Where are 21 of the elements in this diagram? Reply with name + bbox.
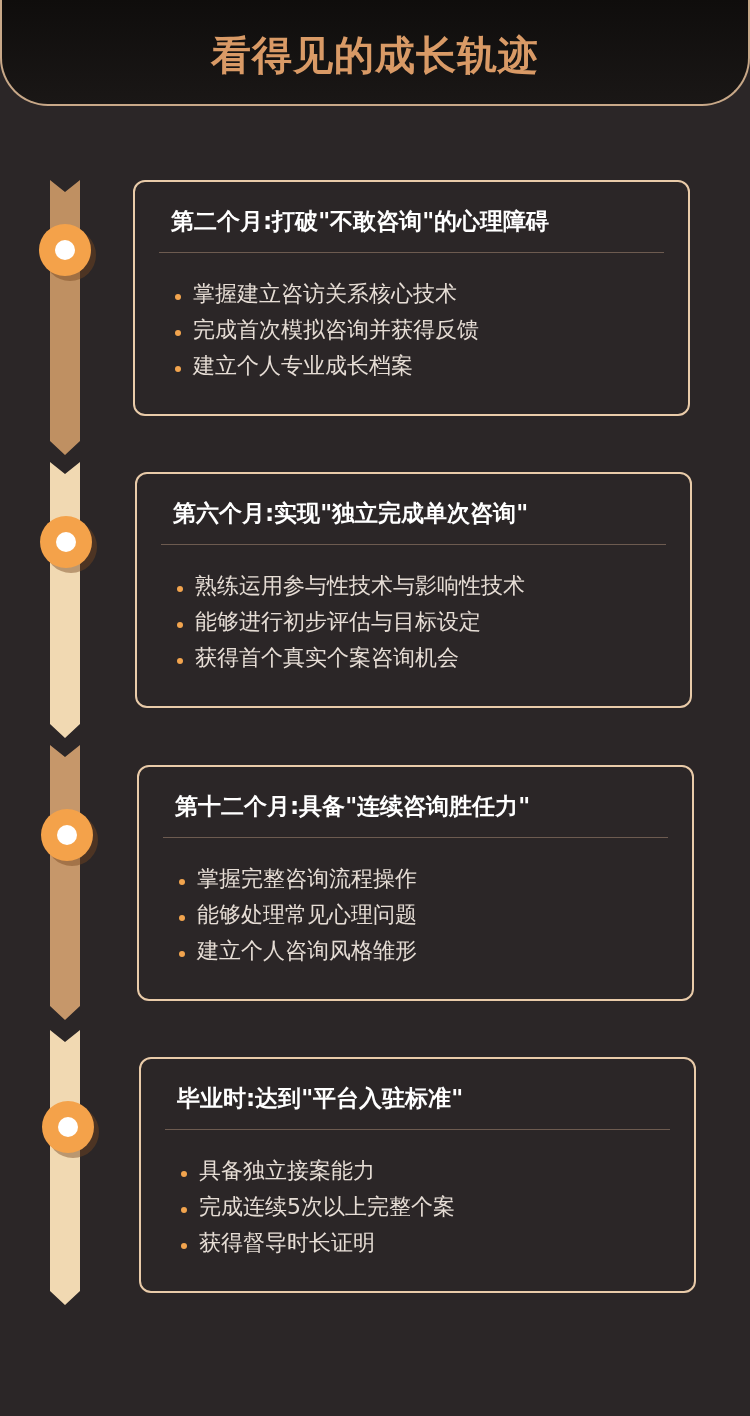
bullet-text: 完成首次模拟咨询并获得反馈 <box>193 316 479 344</box>
milestone-heading: 第十二个月:具备"连续咨询胜任力" <box>175 792 531 821</box>
milestone-heading: 毕业时:达到"平台入驻标准" <box>177 1084 464 1113</box>
bullet-text: 获得首个真实个案咨询机会 <box>195 644 459 672</box>
bullet-text: 熟练运用参与性技术与影响性技术 <box>195 572 525 600</box>
milestone-heading: 第六个月:实现"独立完成单次咨询" <box>173 499 529 528</box>
milestone-card <box>133 180 690 416</box>
milestone-card <box>137 765 694 1001</box>
bullet-text: 能够处理常见心理问题 <box>197 901 417 929</box>
bullet-text: 掌握完整咨询流程操作 <box>197 865 417 893</box>
bullet-text: 建立个人咨询风格雏形 <box>197 937 417 965</box>
bullet-text: 具备独立接案能力 <box>199 1157 375 1185</box>
milestone-card <box>139 1057 696 1293</box>
bullet-text: 完成连续5次以上完整个案 <box>199 1193 455 1221</box>
bullet-text: 掌握建立咨访关系核心技术 <box>193 280 457 308</box>
title: 看得见的成长轨迹 <box>211 31 539 78</box>
bullet-text: 获得督导时长证明 <box>199 1229 375 1257</box>
milestone-heading: 第二个月:打破"不敢咨询"的心理障碍 <box>171 207 550 236</box>
bullet-text: 能够进行初步评估与目标设定 <box>195 608 481 636</box>
milestone-card <box>135 472 692 708</box>
bullet-text: 建立个人专业成长档案 <box>193 352 413 380</box>
